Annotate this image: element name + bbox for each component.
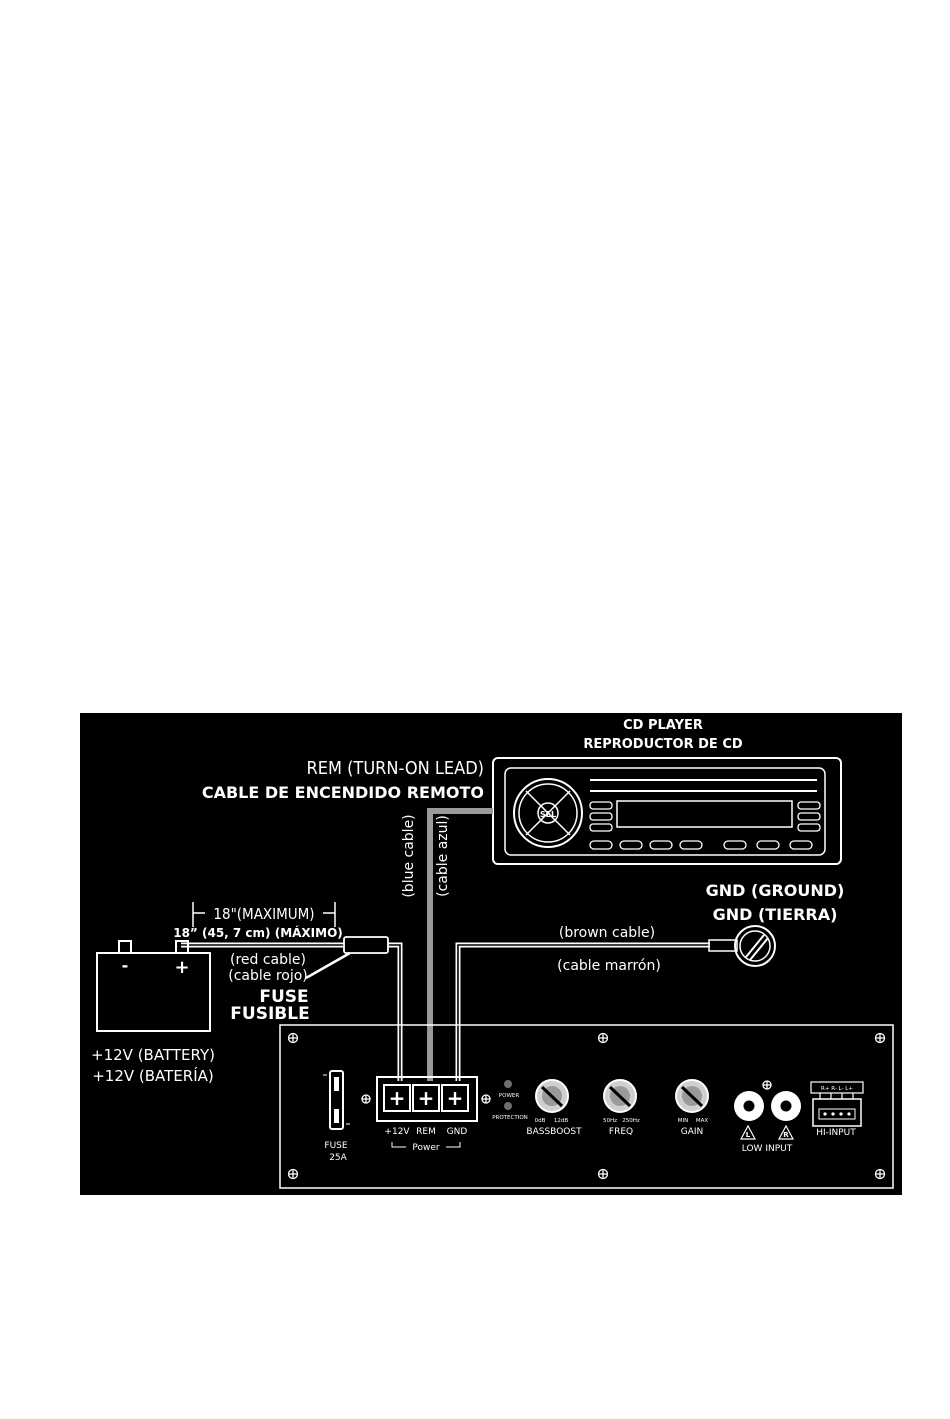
hi-input-pins: R+ R- L- L+ [821,1086,853,1092]
fuse-label-es: FUSIBLE [230,1004,309,1024]
cd-player-title-es: REPRODUCTOR DE CD [583,737,743,752]
inline-fuse-holder [305,936,389,980]
diagram-background [80,713,902,1195]
brown-cable-label: (brown cable) [559,925,655,941]
cd-player-knob: SEL [513,778,583,848]
hi-input-label: HI-INPUT [816,1128,856,1138]
blue-cable-label: (blue cable) [401,814,417,897]
ground-label: GND (GROUND) [706,881,845,900]
wiring-diagram: CD PLAYER REPRODUCTOR DE CD SEL [80,713,902,1195]
bassboost-min: 0dB [535,1118,546,1124]
amplifier-fuse-label: FUSE [324,1141,347,1151]
dimension-max-label: 18"(MAXIMUM) [213,905,314,923]
bassboost-knob-icon [535,1079,569,1113]
freq-knob-icon [603,1079,637,1113]
cd-player-display [616,800,793,828]
hi-input-connector-icon: R+ R- L- L+ [810,1081,864,1127]
low-input-left: L [746,1131,751,1139]
freq-max: 250Hz [622,1118,640,1124]
ground-label-es: GND (TIERRA) [713,905,838,924]
red-cable-label: (red cable) [230,952,306,968]
power-terminal-block: + + + [376,1076,478,1122]
red-cable-label-es: (cable rojo) [228,968,308,984]
gain-knob-icon [675,1079,709,1113]
ground-screw-icon [734,925,776,967]
low-input-right: R [783,1131,789,1139]
freq-min: 50Hz [603,1118,617,1124]
rca-right-jack-icon [771,1091,801,1121]
battery-label: +12V (BATTERY) [91,1046,215,1064]
terminal-label-12v: +12V [384,1127,410,1137]
terminal-plus-3: + [447,1086,464,1110]
status-leds [504,1080,512,1110]
cd-player-unit: SEL [492,757,842,865]
terminal-plus-2: + [418,1086,435,1110]
ground-lug [708,939,738,952]
bassboost-max: 12dB [554,1118,568,1124]
led-power-label: POWER [499,1093,520,1099]
freq-label: FREQ [609,1127,633,1137]
rem-lead-label-es: CABLE DE ENCENDIDO REMOTO [202,783,484,802]
terminal-label-gnd: GND [447,1127,468,1137]
gain-min: MIN [678,1118,688,1124]
battery-label-es: +12V (BATERÍA) [92,1066,214,1085]
battery-minus: - [122,956,129,975]
rca-left-jack-icon [734,1091,764,1121]
dimension-metric-label: 18” (45, 7 cm) (MÁXIMO) [173,925,343,940]
battery-plus: + [174,957,189,978]
terminal-label-rem: REM [416,1127,436,1137]
battery-icon: - + [96,940,211,1032]
cd-player-title: CD PLAYER [623,718,703,733]
led-protection-label: PROTECTION [492,1115,528,1121]
blue-cable-label-es: (cable azul) [435,815,451,897]
dimension-marker [192,902,336,927]
panel-screw-icon [287,1032,886,1180]
terminal-plus-1: + [389,1086,406,1110]
fuse-label: FUSE [259,987,308,1007]
amplifier-fuse-value: 25A [329,1153,347,1163]
gain-max: MAX [696,1118,709,1124]
cd-player-knob-label: SEL [540,810,556,819]
blue-cable [427,808,493,1081]
gain-label: GAIN [681,1127,704,1137]
bassboost-label: BASSBOOST [526,1127,582,1137]
amplifier-panel [279,1024,894,1189]
brown-cable-label-es: (cable marrón) [557,958,661,974]
rem-lead-label: REM (TURN-ON LEAD) [307,758,484,779]
power-group-label: Power [412,1143,440,1153]
amplifier-fuse-icon [323,1070,350,1130]
low-input-label: LOW INPUT [742,1144,793,1154]
